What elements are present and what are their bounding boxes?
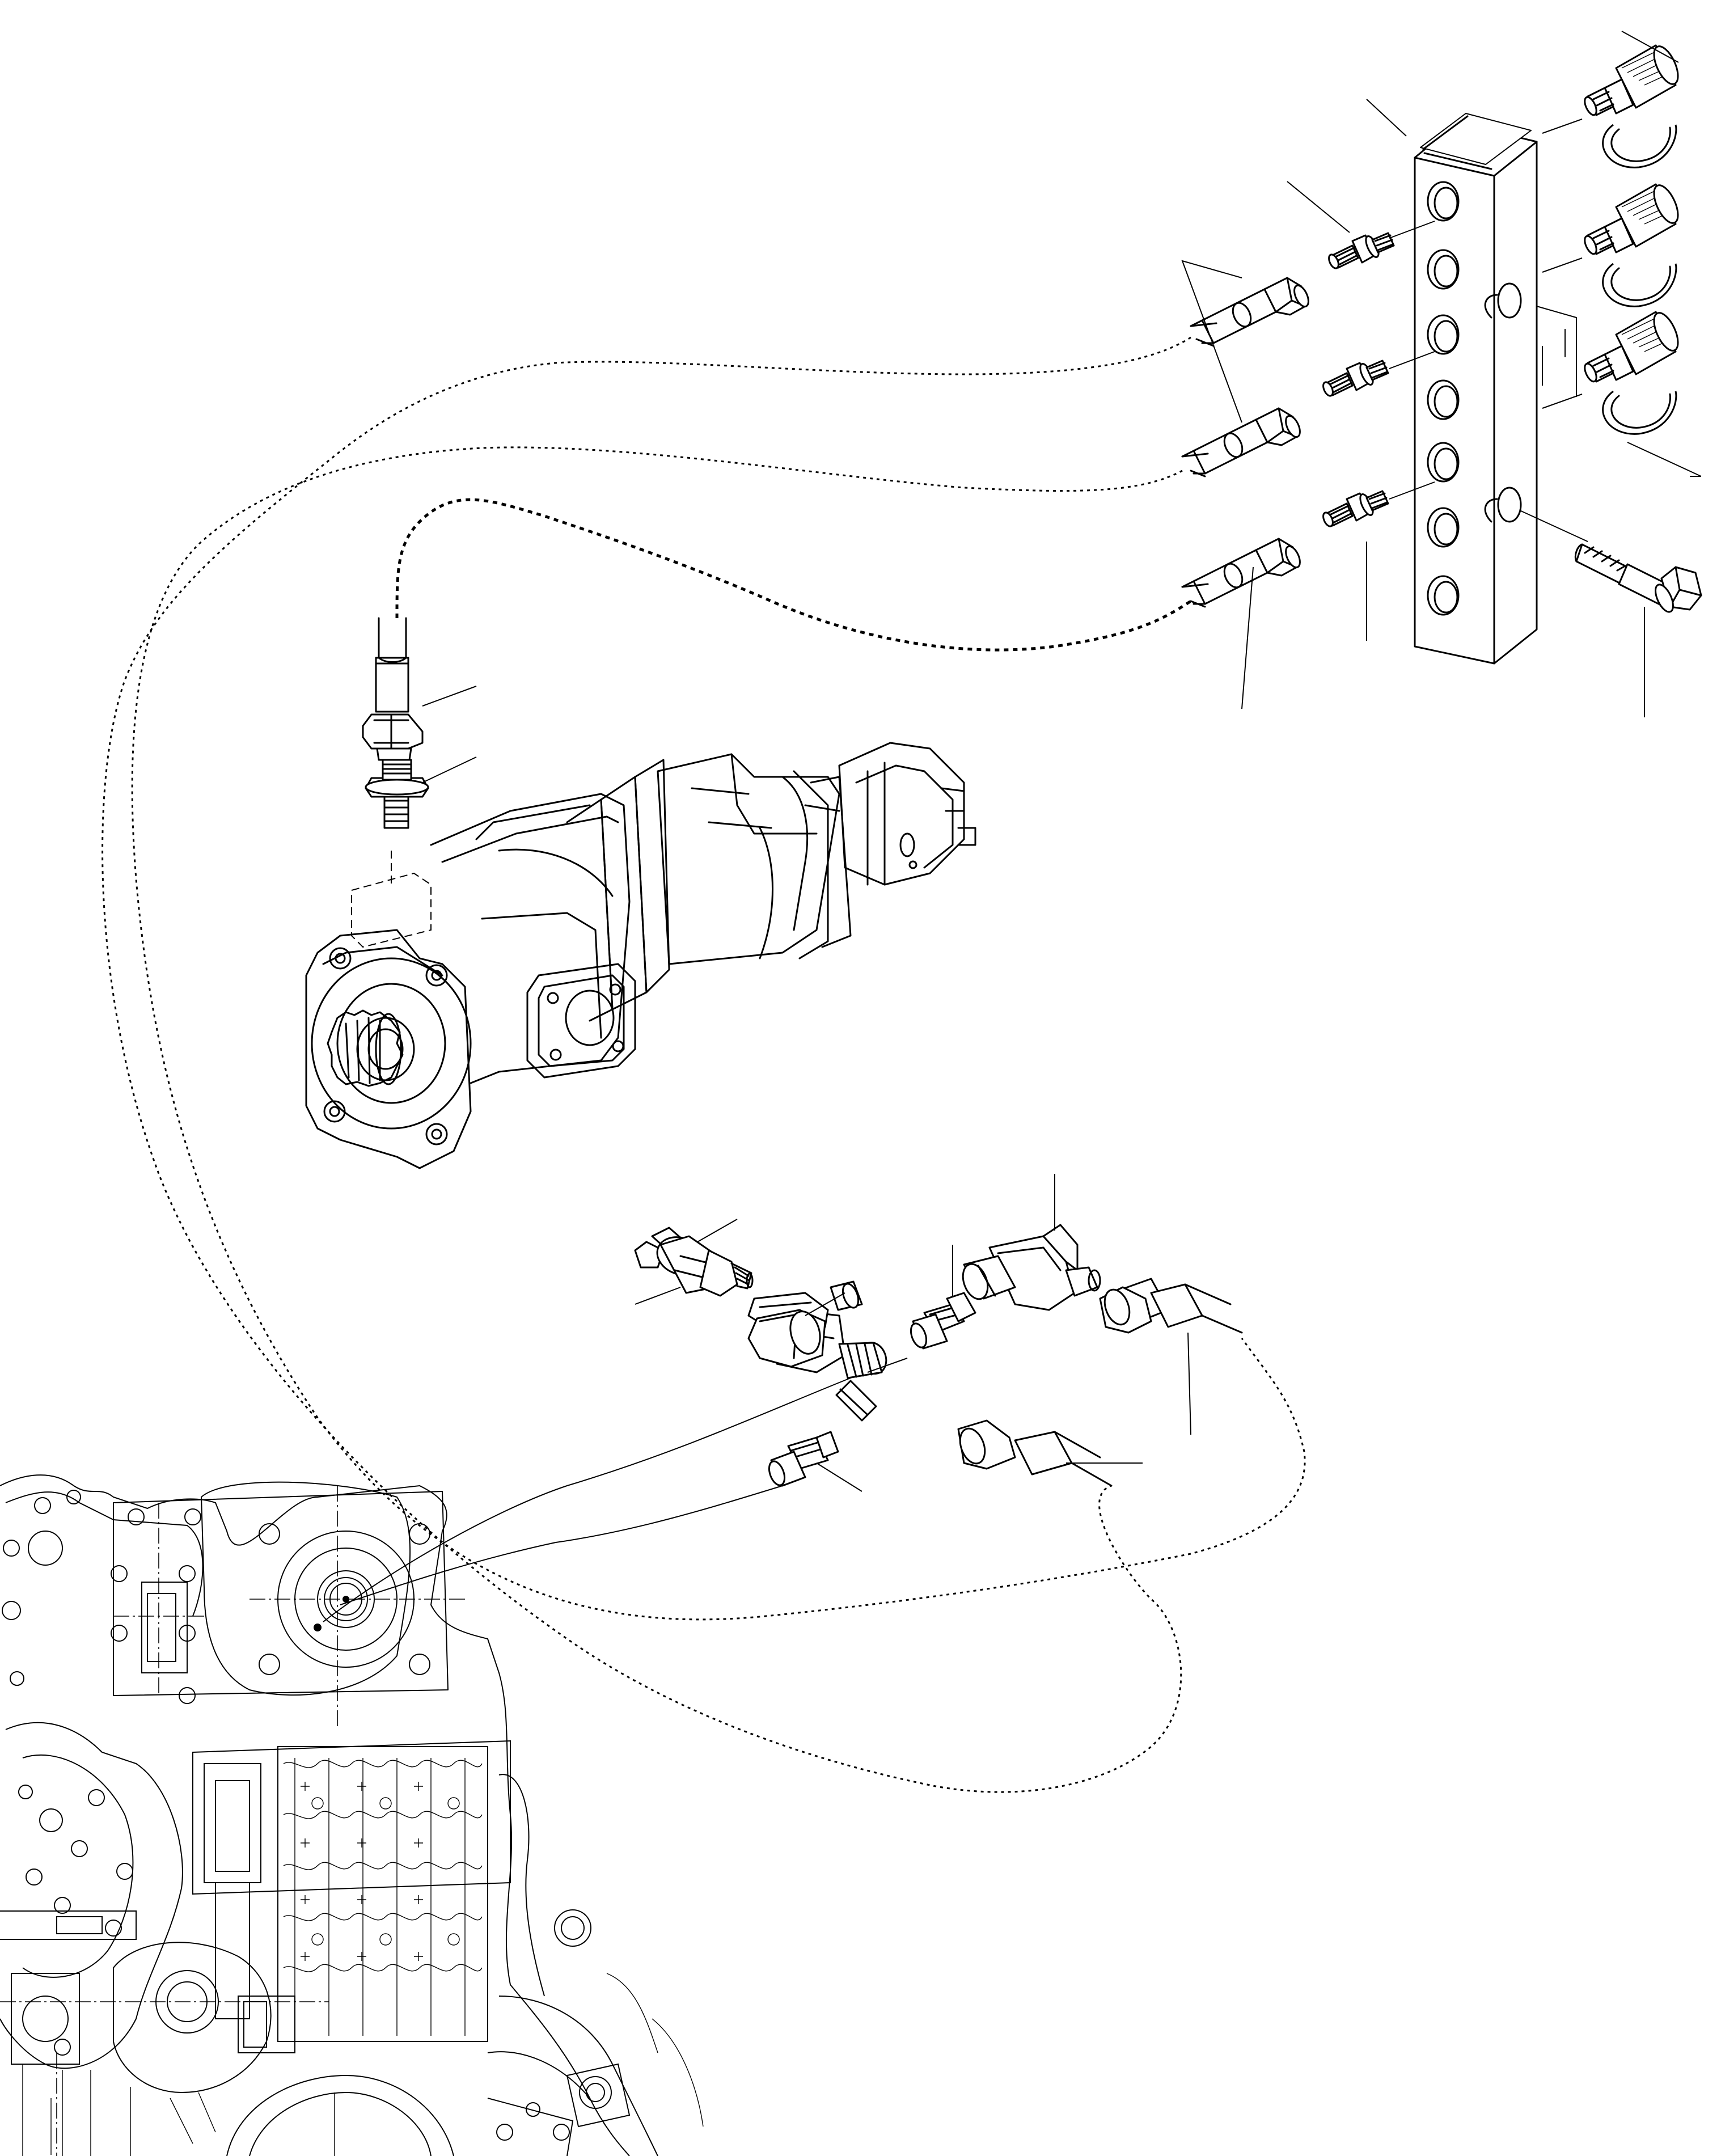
hose-end-fittings	[1181, 277, 1313, 605]
manifold-port-adapter	[1320, 232, 1395, 529]
test-point-quick-coupler	[1582, 42, 1684, 435]
pressure-switch	[634, 1227, 754, 1297]
callout-leaders	[422, 31, 1702, 1492]
swivel-nut	[747, 1309, 826, 1368]
hose-routing	[102, 336, 1306, 1793]
transmission-housing	[0, 1474, 704, 2156]
hose-end-fitting	[375, 617, 409, 713]
hose-nut	[362, 713, 424, 761]
elbow-fitting	[962, 1224, 1101, 1311]
hydraulic-pump	[305, 742, 976, 1169]
pump-adapter-fitting	[365, 759, 429, 829]
lower-hose-end-fittings	[957, 1278, 1243, 1487]
manifold-ports	[1427, 181, 1460, 616]
straight-adapter	[910, 1292, 976, 1350]
straight-adapter-lower	[768, 1431, 839, 1487]
test-point-manifold-block	[1414, 113, 1538, 665]
flange-bolt	[1574, 543, 1702, 613]
